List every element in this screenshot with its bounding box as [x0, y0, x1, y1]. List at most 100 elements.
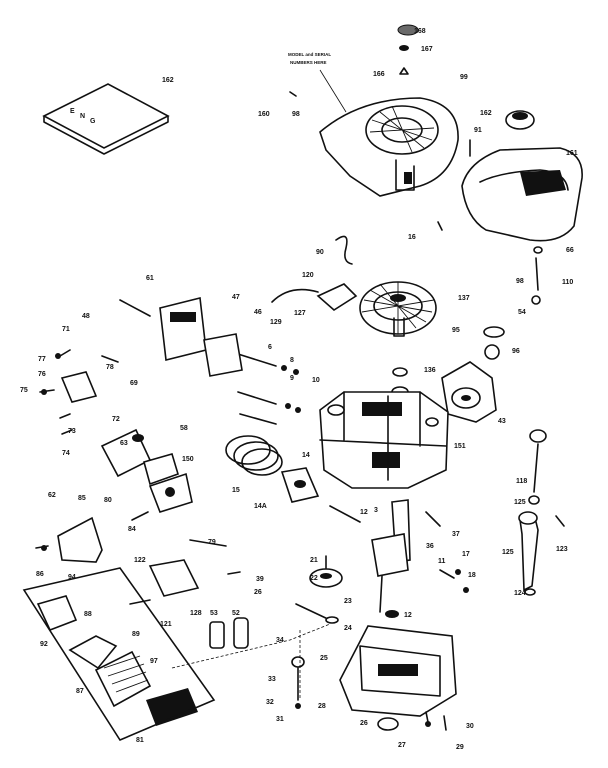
air-cleaner-bracket	[35, 516, 103, 563]
part-labels: 168 167 166 99 162 162 160 98 91 161 16 …	[20, 28, 578, 751]
part-label: 94	[68, 574, 76, 581]
air-filter	[22, 567, 216, 742]
part-label: 78	[106, 364, 114, 371]
crankshaft	[329, 499, 411, 618]
part-label: 25	[320, 655, 328, 662]
part-label: 125	[502, 549, 514, 556]
part-label: 39	[256, 576, 264, 583]
part-label: 129	[270, 319, 282, 326]
part-label: 88	[84, 611, 92, 618]
part-label: 121	[160, 621, 172, 628]
flywheel-washers	[391, 326, 505, 398]
part-label: 90	[316, 249, 324, 256]
part-label: 47	[232, 294, 240, 301]
part-label: 28	[318, 703, 326, 710]
part-label: 22	[310, 575, 318, 582]
part-label: 127	[294, 310, 306, 317]
part-label: 136	[424, 367, 436, 374]
breather-cover	[129, 539, 227, 605]
part-label: 77	[38, 356, 46, 363]
cylinder-block	[319, 391, 449, 489]
part-label: 33	[268, 676, 276, 683]
part-label: 14	[302, 452, 310, 459]
part-label: 32	[266, 699, 274, 706]
part-label: 63	[120, 440, 128, 447]
part-label: 73	[68, 428, 76, 435]
fuel-tank	[461, 110, 583, 242]
part-label: 92	[40, 641, 48, 648]
part-label: 151	[454, 443, 466, 450]
part-label: 24	[344, 625, 352, 632]
part-label: 166	[373, 71, 385, 78]
part-label: 18	[468, 572, 476, 579]
part-label: 162	[480, 110, 492, 117]
part-label: 75	[20, 387, 28, 394]
part-label: 58	[180, 425, 188, 432]
part-label: 76	[38, 371, 46, 378]
part-label: 150	[182, 456, 194, 463]
part-label: 43	[498, 418, 506, 425]
part-label: 122	[134, 557, 146, 564]
part-label: 160	[258, 111, 270, 118]
part-label: 12	[404, 612, 412, 619]
part-label: 128	[190, 610, 202, 617]
part-label: 54	[518, 309, 526, 316]
part-label: 89	[132, 631, 140, 638]
part-label: 10	[312, 377, 320, 384]
part-label: 48	[82, 313, 90, 320]
part-label: 71	[62, 326, 70, 333]
part-label: 34	[276, 637, 284, 644]
part-label: 53	[210, 610, 218, 617]
part-label: 74	[62, 450, 70, 457]
part-label: 72	[112, 416, 120, 423]
part-label: 52	[232, 610, 240, 617]
governor-linkage	[39, 349, 119, 435]
part-label: 98	[292, 111, 300, 118]
part-label: 66	[566, 247, 574, 254]
part-label: 37	[452, 531, 460, 538]
piston-rings	[225, 435, 320, 503]
fuel-line	[437, 221, 543, 305]
part-label: 8	[290, 357, 294, 364]
part-label: 12	[360, 509, 368, 516]
part-label: 21	[310, 557, 318, 564]
governor-arm	[425, 511, 469, 593]
part-label: 26	[360, 720, 368, 727]
part-label: 125	[514, 499, 526, 506]
part-label: 81	[136, 737, 144, 744]
part-label: 118	[516, 478, 527, 485]
part-label: 95	[452, 327, 460, 334]
manual-text-3: G	[90, 118, 96, 125]
float-bowl	[131, 472, 193, 521]
cam-gear	[295, 555, 343, 624]
part-label: 16	[408, 234, 416, 241]
gaskets	[209, 571, 249, 649]
part-label: 31	[276, 716, 284, 723]
part-label: 80	[104, 497, 112, 504]
part-label: 168	[414, 28, 426, 35]
part-label: 69	[130, 380, 138, 387]
part-label: 79	[208, 539, 216, 546]
throttle-wire	[335, 235, 353, 265]
part-label: 23	[344, 598, 352, 605]
part-label: 11	[438, 558, 446, 565]
part-label: 15	[232, 487, 240, 494]
part-label: 14A	[254, 503, 267, 510]
part-label: 86	[36, 571, 44, 578]
valve-train	[237, 353, 301, 425]
part-label: 120	[302, 272, 314, 279]
flywheel	[359, 281, 437, 337]
recoil-starter	[441, 361, 497, 423]
part-label: 123	[556, 546, 568, 553]
part-label: 61	[146, 275, 154, 282]
callout-line-1: MODEL and SERIAL	[288, 52, 331, 57]
carburetor	[119, 297, 243, 377]
part-label: 98	[516, 278, 524, 285]
manual-text-1: E	[70, 108, 75, 115]
part-label: 30	[466, 723, 474, 730]
callout-leader	[319, 69, 347, 113]
assembly-line-1	[171, 623, 331, 669]
cap-nut	[289, 24, 419, 97]
part-label: 124	[514, 590, 526, 597]
